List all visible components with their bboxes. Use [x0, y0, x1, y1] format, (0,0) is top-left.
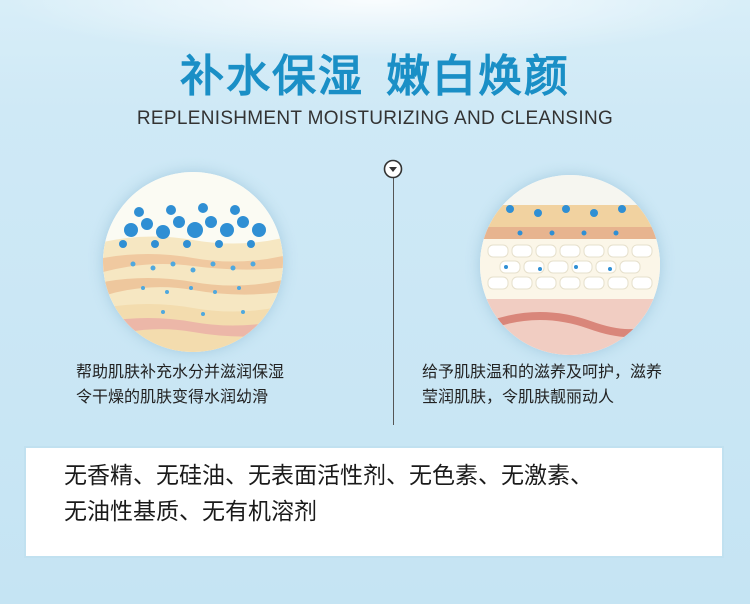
title-whitening: 嫩白焕颜	[386, 51, 570, 102]
right-description-line2: 莹润肌肤，令肌肤靓丽动人	[422, 387, 615, 406]
free-from-line2: 无油性基质、无有机溶剂	[64, 499, 317, 525]
center-divider	[393, 175, 394, 425]
left-description-line1: 帮助肌肤补充水分并滋润保湿	[76, 362, 285, 381]
free-from-text: 无香精、无硅油、无表面活性剂、无色素、无激素、 无油性基质、无有机溶剂	[64, 458, 593, 530]
left-description-line2: 令干燥的肌肤变得水润幼滑	[76, 387, 269, 406]
page-subtitle: REPLENISHMENT MOISTURIZING AND CLEANSING	[136, 108, 614, 129]
free-from-box: 无香精、无硅油、无表面活性剂、无色素、无激素、 无油性基质、无有机溶剂	[24, 446, 724, 558]
title-moisturizing: 补水保湿	[180, 51, 364, 102]
chevron-down-circle-icon	[383, 159, 403, 179]
water-bubbles-skin-layers-icon	[103, 172, 283, 352]
skin-cell-cross-section-icon	[480, 175, 660, 355]
background-glow	[0, 0, 750, 60]
left-description: 帮助肌肤补充水分并滋润保湿 令干燥的肌肤变得水润幼滑	[76, 359, 284, 409]
page-title: 补水保湿嫩白焕颜	[0, 40, 750, 104]
right-description: 给予肌肤温和的滋养及呵护，滋养 莹润肌肤，令肌肤靓丽动人	[422, 359, 662, 409]
free-from-line1: 无香精、无硅油、无表面活性剂、无色素、无激素、	[64, 463, 593, 489]
right-description-line1: 给予肌肤温和的滋养及呵护，滋养	[422, 362, 663, 381]
